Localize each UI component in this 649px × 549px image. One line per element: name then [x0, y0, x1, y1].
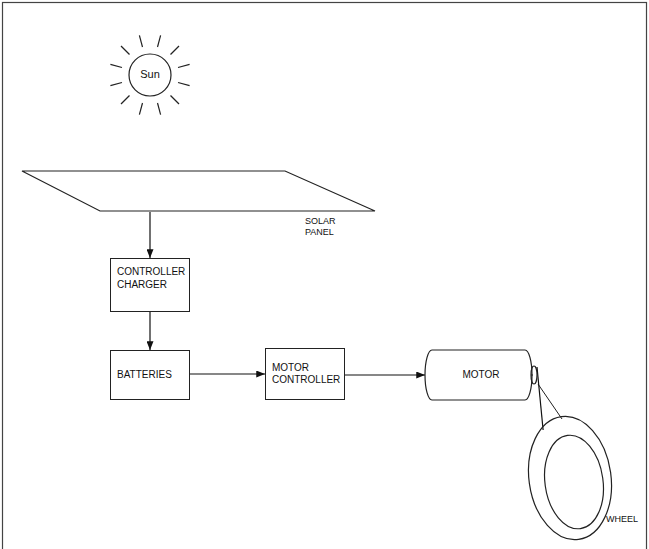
connector-arrow [345, 374, 425, 375]
sun-ray [171, 96, 179, 104]
sun-ray [110, 64, 122, 67]
process-box: CONTROLLER CHARGER [110, 258, 190, 312]
process-box: BATTERIES [110, 350, 190, 400]
sun-disc [129, 54, 171, 96]
sun-ray [139, 35, 142, 47]
sun-ray [121, 46, 129, 54]
panel-plate [22, 171, 375, 211]
connector-arrow [190, 373, 265, 374]
sun-ray [139, 103, 142, 115]
connector-arrow [149, 212, 150, 258]
sun-ray [178, 83, 190, 86]
sun-rays [110, 35, 189, 114]
box-label: CONTROLLER CHARGER [117, 266, 183, 291]
sun-ray [178, 64, 190, 67]
wheel-outline [528, 414, 612, 542]
panel-outline [22, 170, 376, 212]
process-box: MOTOR CONTROLLER [265, 348, 345, 400]
sun-ray [110, 83, 122, 86]
box-label: MOTOR [437, 350, 525, 400]
wheel-hub [539, 431, 610, 532]
sun-circle: Sun [128, 53, 172, 97]
part-label: SOLAR PANEL [305, 216, 347, 239]
sun-ray [121, 96, 129, 104]
motor-cylinder: MOTOR [425, 350, 537, 400]
pulley [531, 366, 537, 384]
box-label: MOTOR CONTROLLER [272, 362, 338, 387]
sun-ray [171, 46, 179, 54]
connector-arrow [149, 312, 150, 350]
motor-body [425, 350, 532, 400]
sun-ray [158, 35, 161, 47]
frame [3, 3, 647, 549]
part-label: WHEEL [606, 514, 638, 525]
box-label: BATTERIES [117, 369, 183, 382]
wheel: WHEEL [528, 414, 612, 542]
connector-arrow [537, 367, 543, 430]
solar-panel: SOLAR PANEL [22, 170, 376, 212]
wheel-rim [521, 411, 619, 545]
part-label: Sun [128, 53, 172, 97]
sun-ray [158, 103, 161, 115]
